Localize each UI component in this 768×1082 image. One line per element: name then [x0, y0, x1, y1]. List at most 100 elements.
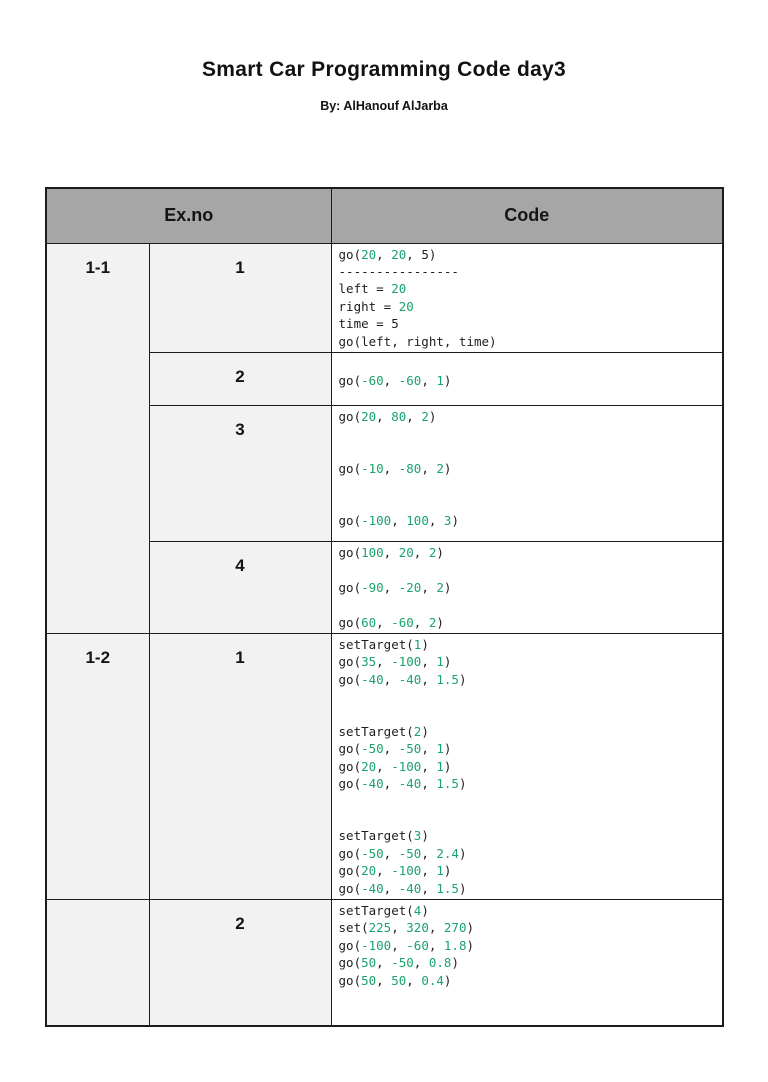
- code-line: go(-50, -50, 2.4): [339, 845, 716, 862]
- column-header-code: Code: [330, 187, 724, 244]
- exercise-number-cell: 1-2: [45, 632, 150, 901]
- code-text: ,: [428, 513, 444, 529]
- code-cell: setTarget(1)go(35, -100, 1)go(-40, -40, …: [330, 632, 724, 901]
- code-line: setTarget(2): [339, 723, 716, 740]
- code-number-literal: 1: [436, 863, 444, 879]
- code-number-literal: 225: [368, 920, 392, 936]
- code-line: left = 20: [339, 280, 716, 297]
- code-line: go(20, -100, 1): [339, 862, 716, 879]
- code-number-literal: 1: [436, 741, 444, 757]
- code-number-literal: 1: [436, 654, 444, 670]
- code-text: ,: [428, 937, 444, 953]
- code-text: ,: [421, 880, 437, 896]
- code-text: ): [458, 671, 467, 687]
- code-number-literal: -40: [361, 671, 384, 687]
- code-number-literal: 80: [391, 408, 407, 424]
- code-text: ): [466, 920, 475, 936]
- code-text: ): [466, 937, 475, 953]
- code-number-literal: 2: [421, 408, 429, 424]
- code-line: go(50, -50, 0.8): [339, 954, 716, 971]
- code-text: go(: [338, 246, 362, 262]
- page-title: Smart Car Programming Code day3: [201, 58, 567, 81]
- code-line: [339, 688, 716, 705]
- sub-exercise-number-cell: 1: [148, 242, 332, 353]
- code-number-literal: 270: [443, 920, 467, 936]
- code-line: go(-50, -50, 1): [339, 740, 716, 757]
- code-number-literal: 2.4: [436, 845, 459, 861]
- code-text: ,: [376, 408, 392, 424]
- code-text: ,: [383, 845, 399, 861]
- code-number-literal: 1.5: [436, 776, 459, 792]
- code-number-literal: 0.8: [428, 955, 452, 971]
- code-text: setTarget(: [338, 903, 414, 919]
- code-number-literal: -90: [361, 579, 384, 595]
- code-text: ,: [421, 776, 437, 792]
- code-text: ): [458, 880, 467, 896]
- table-row: 2 go(-60, -60, 1): [46, 351, 724, 406]
- code-line: go(20, 20, 5): [339, 246, 716, 263]
- code-number-literal: -50: [361, 845, 384, 861]
- sub-exercise-number-cell: 2: [148, 351, 332, 406]
- code-text: go(: [338, 758, 362, 774]
- code-text: ): [443, 741, 452, 757]
- code-number-literal: -10: [361, 461, 384, 477]
- code-line: go(-100, -60, 1.8): [339, 937, 716, 954]
- code-line: [339, 810, 716, 827]
- code-text: ,: [391, 513, 407, 529]
- code-line: ----------------: [339, 263, 716, 280]
- code-text: ): [443, 461, 452, 477]
- code-text: go(: [338, 880, 362, 896]
- code-text: ): [428, 408, 437, 424]
- code-line: go(-90, -20, 2): [339, 579, 716, 596]
- code-number-literal: -50: [361, 741, 384, 757]
- code-number-literal: -100: [391, 758, 422, 774]
- code-number-literal: 35: [361, 654, 377, 670]
- exercise-number-cell: 1-1: [45, 242, 150, 634]
- code-text: left =: [338, 281, 392, 297]
- code-number-literal: 50: [361, 972, 377, 988]
- code-line: [339, 425, 716, 442]
- code-text: setTarget(: [338, 828, 414, 844]
- code-line: go(-40, -40, 1.5): [339, 880, 716, 897]
- code-number-literal: 100: [361, 544, 384, 560]
- code-text: ): [421, 903, 429, 919]
- code-number-literal: 2: [436, 579, 444, 595]
- code-text: go(: [338, 776, 362, 792]
- code-number-literal: 1.5: [436, 671, 459, 687]
- code-number-literal: 2: [428, 544, 437, 560]
- code-number-literal: -40: [361, 880, 384, 896]
- code-number-literal: 100: [406, 513, 429, 529]
- code-text: ,: [383, 741, 399, 757]
- column-header-exno: Ex.no: [45, 187, 332, 244]
- code-text: ): [421, 636, 429, 652]
- code-line: set(225, 320, 270): [339, 919, 716, 936]
- code-text: ,: [383, 671, 399, 687]
- code-text: ): [458, 845, 467, 861]
- code-number-literal: 2: [436, 461, 444, 477]
- code-text: ,: [421, 758, 437, 774]
- code-number-literal: 20: [391, 281, 407, 297]
- code-number-literal: 50: [391, 972, 407, 988]
- code-number-literal: -40: [398, 671, 422, 687]
- code-number-literal: -100: [361, 937, 392, 953]
- code-text: ,: [383, 880, 399, 896]
- code-text: ): [436, 544, 444, 560]
- code-line: [339, 355, 716, 372]
- code-cell: go(-60, -60, 1): [330, 351, 724, 406]
- code-text: go(: [338, 544, 362, 560]
- code-text: ,: [383, 776, 399, 792]
- code-text: ,: [383, 579, 399, 595]
- code-number-literal: -80: [398, 461, 422, 477]
- code-line: go(-40, -40, 1.5): [339, 775, 716, 792]
- code-line: go(20, 80, 2): [339, 408, 716, 425]
- code-text: ,: [383, 373, 399, 389]
- code-number-literal: 50: [361, 955, 377, 971]
- code-text: ,: [376, 863, 392, 879]
- code-number-literal: 20: [361, 408, 377, 424]
- code-number-literal: -60: [406, 937, 429, 953]
- code-line: setTarget(3): [339, 827, 716, 844]
- code-line: [339, 596, 716, 613]
